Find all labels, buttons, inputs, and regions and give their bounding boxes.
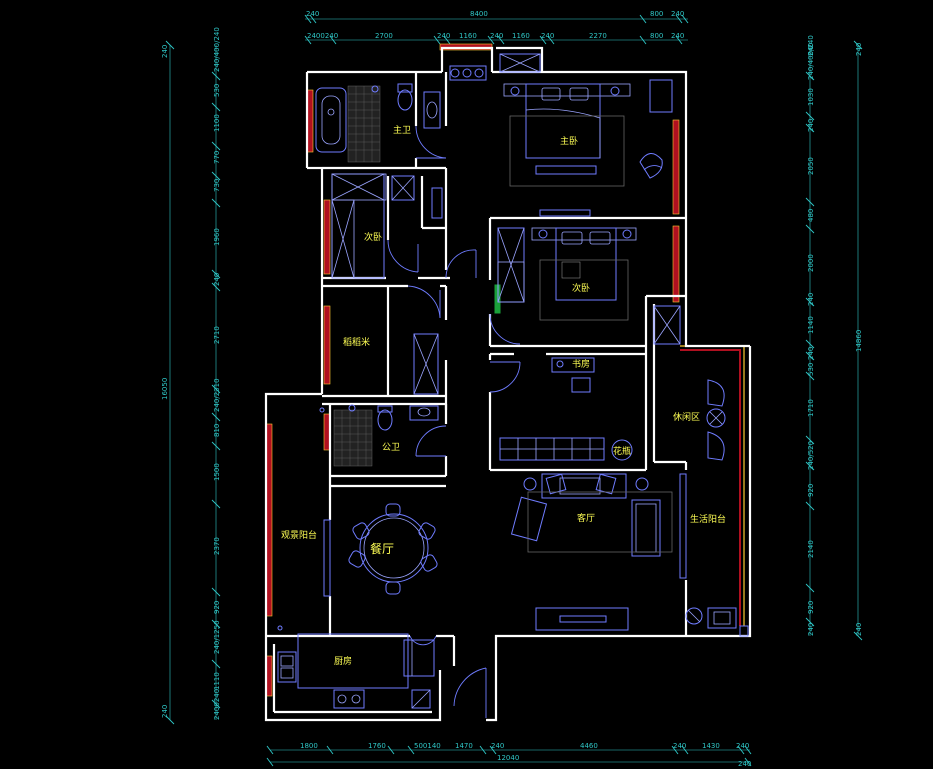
dim-r-7: 240 bbox=[807, 293, 815, 306]
dim-top2-6: 1160 bbox=[512, 32, 530, 40]
room-labels: 主卫 主卧 次卧 次卧 稻稻米 书房 休闲区 公卫 花瓶 客厅 观景阳台 餐厅 … bbox=[281, 124, 726, 667]
label-study: 书房 bbox=[572, 358, 590, 370]
furniture-second-bedroom-a bbox=[331, 173, 443, 279]
label-life-balcony: 生活阳台 bbox=[690, 513, 726, 525]
dim-r-10: 530 bbox=[807, 363, 815, 376]
dim-right-bot: 240 bbox=[855, 623, 863, 636]
dim-r-1: 240/400/240 bbox=[807, 35, 815, 80]
label-living: 客厅 bbox=[577, 512, 595, 524]
dim-top-4: 240 bbox=[671, 10, 684, 18]
label-public-bath: 公卫 bbox=[382, 442, 400, 453]
furniture-study bbox=[499, 357, 633, 461]
furniture-public-bath bbox=[319, 404, 439, 467]
dim-l-4: 770 bbox=[213, 151, 221, 164]
dim-left-bot: 240 bbox=[161, 705, 169, 718]
dim-top2-5: 240 bbox=[490, 32, 503, 40]
label-master-bath: 主卫 bbox=[393, 124, 411, 136]
dim-l-15: 1110 bbox=[213, 672, 221, 690]
dim-bot-9: 240 bbox=[736, 742, 749, 750]
label-kitchen: 厨房 bbox=[334, 655, 352, 667]
furniture-rice-storage bbox=[413, 333, 439, 395]
dim-l-14: 240/1250 bbox=[213, 620, 221, 654]
label-second-bed-b: 次卧 bbox=[572, 282, 590, 294]
dim-top-1: 240 bbox=[306, 10, 319, 18]
label-master-bed: 主卧 bbox=[560, 135, 578, 147]
dim-l-6: 1960 bbox=[213, 228, 221, 246]
furniture-view-balcony bbox=[277, 625, 283, 631]
left-dimensions: 16050 240 240 240/400/240 530 1100 770 7… bbox=[161, 27, 221, 725]
dim-top2-1: 2400240 bbox=[307, 32, 338, 40]
dim-bot-right: 240 bbox=[738, 760, 751, 768]
dim-top2-4: 1160 bbox=[459, 32, 477, 40]
dim-bot-1: 1800 bbox=[300, 742, 318, 750]
dim-top2-3: 240 bbox=[437, 32, 450, 40]
label-leisure: 休闲区 bbox=[673, 411, 700, 423]
dim-l-11: 1500 bbox=[213, 463, 221, 481]
furniture-second-bedroom-b bbox=[497, 227, 681, 345]
doors bbox=[387, 125, 663, 718]
furniture-living bbox=[510, 473, 673, 631]
dim-right-total: 14860 bbox=[855, 330, 863, 352]
dim-top-3: 800 bbox=[650, 10, 663, 18]
furniture-master-bedroom bbox=[449, 53, 673, 217]
dim-r-6: 2000 bbox=[807, 254, 815, 272]
dim-bot-6: 4460 bbox=[580, 742, 598, 750]
bottom-dimensions: 1800 1760 500140 1470 240 4460 240 1430 … bbox=[266, 742, 751, 768]
furniture-master-bath bbox=[315, 83, 441, 163]
dim-r-5: 480 bbox=[807, 209, 815, 222]
dim-bot-7: 240 bbox=[673, 742, 686, 750]
dim-l-10: 810 bbox=[213, 424, 221, 437]
dim-l-3: 1100 bbox=[213, 114, 221, 132]
dim-top-2: 8400 bbox=[470, 10, 488, 18]
label-flower: 花瓶 bbox=[613, 445, 631, 457]
right-dimensions: 240 240/400/240 1030 240 2050 480 2000 2… bbox=[805, 35, 863, 641]
dim-bot-3: 500140 bbox=[414, 742, 441, 750]
dim-l-16: 2400240 bbox=[213, 689, 221, 720]
dim-bot-8: 1430 bbox=[702, 742, 720, 750]
label-second-bed-a: 次卧 bbox=[364, 231, 382, 243]
dim-l-9: 240/2310 bbox=[213, 378, 221, 412]
dim-l-12: 2370 bbox=[213, 537, 221, 555]
dim-r-14: 2140 bbox=[807, 540, 815, 558]
furniture-kitchen bbox=[277, 633, 435, 709]
label-view-balcony: 观景阳台 bbox=[281, 529, 317, 541]
dim-r-2: 1030 bbox=[807, 88, 815, 106]
dim-r-16: 240 bbox=[807, 623, 815, 636]
top-dimensions: 240 8400 800 240 2400240 2700 240 1160 2… bbox=[304, 10, 689, 45]
dim-r-4: 2050 bbox=[807, 157, 815, 175]
dim-r-3: 240 bbox=[807, 119, 815, 132]
dim-top2-8: 2270 bbox=[589, 32, 607, 40]
dim-l-8: 2710 bbox=[213, 326, 221, 344]
dim-r-11: 1710 bbox=[807, 399, 815, 417]
dim-right-top: 240 bbox=[855, 43, 863, 56]
furniture-leisure bbox=[706, 379, 726, 461]
dim-l-1: 240/400/240 bbox=[213, 27, 221, 72]
dim-top2-9: 800 bbox=[650, 32, 663, 40]
furniture-dining bbox=[323, 503, 438, 597]
label-dining: 餐厅 bbox=[370, 541, 394, 556]
dim-r-9: 240 bbox=[807, 347, 815, 360]
dim-bot-4: 1470 bbox=[455, 742, 473, 750]
dim-r-13: 920 bbox=[807, 484, 815, 497]
dim-bot-2: 1760 bbox=[368, 742, 386, 750]
dim-l-7: 240 bbox=[213, 273, 221, 286]
dim-top2-2: 2700 bbox=[375, 32, 393, 40]
dim-top2-10: 240 bbox=[671, 32, 684, 40]
dim-l-5: 730 bbox=[213, 179, 221, 192]
dim-r-15: 920 bbox=[807, 601, 815, 614]
dim-left-top: 240 bbox=[161, 45, 169, 58]
dim-r-8: 1140 bbox=[807, 316, 815, 334]
dim-l-13: 920 bbox=[213, 601, 221, 614]
dim-r-0: 240 bbox=[807, 43, 815, 56]
furniture-life-balcony bbox=[679, 473, 749, 637]
walls bbox=[264, 46, 752, 722]
label-rice-storage: 稻稻米 bbox=[343, 336, 370, 348]
dim-bot-total: 12040 bbox=[497, 754, 519, 762]
dim-top2-7: 240 bbox=[541, 32, 554, 40]
dim-r-12: 240/520 bbox=[807, 441, 815, 470]
dim-left-total: 16050 bbox=[161, 378, 169, 400]
dim-l-2: 530 bbox=[213, 84, 221, 97]
dim-bot-5: 240 bbox=[491, 742, 504, 750]
